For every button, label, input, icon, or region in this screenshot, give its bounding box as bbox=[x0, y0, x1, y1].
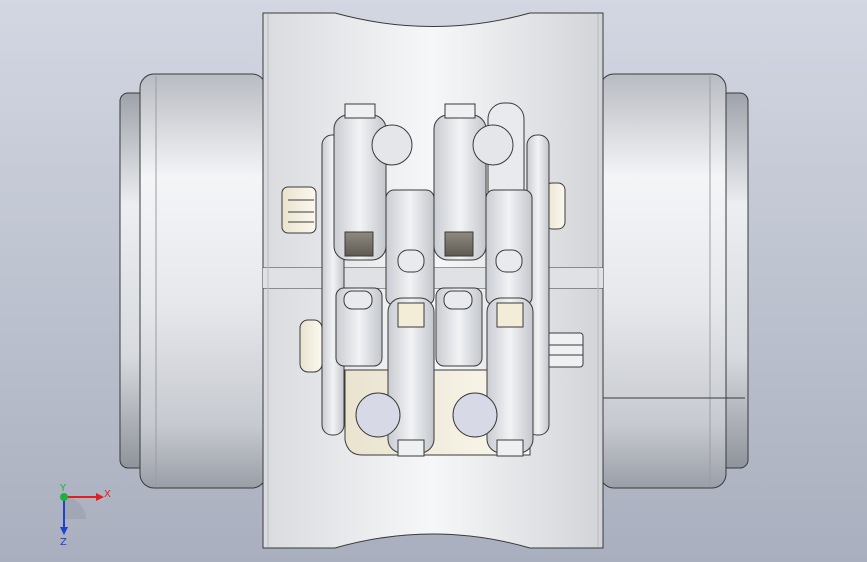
coordinate-triad: X Y Z bbox=[59, 483, 111, 548]
x-axis-label: X bbox=[104, 489, 111, 500]
left-latch bbox=[281, 186, 323, 373]
x-axis-arrow-icon bbox=[96, 493, 104, 501]
z-axis-label: Z bbox=[60, 537, 67, 548]
y-axis-origin-icon bbox=[60, 493, 68, 501]
right-latch bbox=[544, 182, 584, 368]
chain-lower bbox=[335, 287, 534, 457]
y-axis-label: Y bbox=[59, 483, 67, 494]
right-hub bbox=[599, 73, 749, 489]
z-axis-arrow-icon bbox=[60, 527, 68, 535]
left-hub bbox=[119, 73, 267, 489]
chain-upper bbox=[333, 103, 533, 306]
